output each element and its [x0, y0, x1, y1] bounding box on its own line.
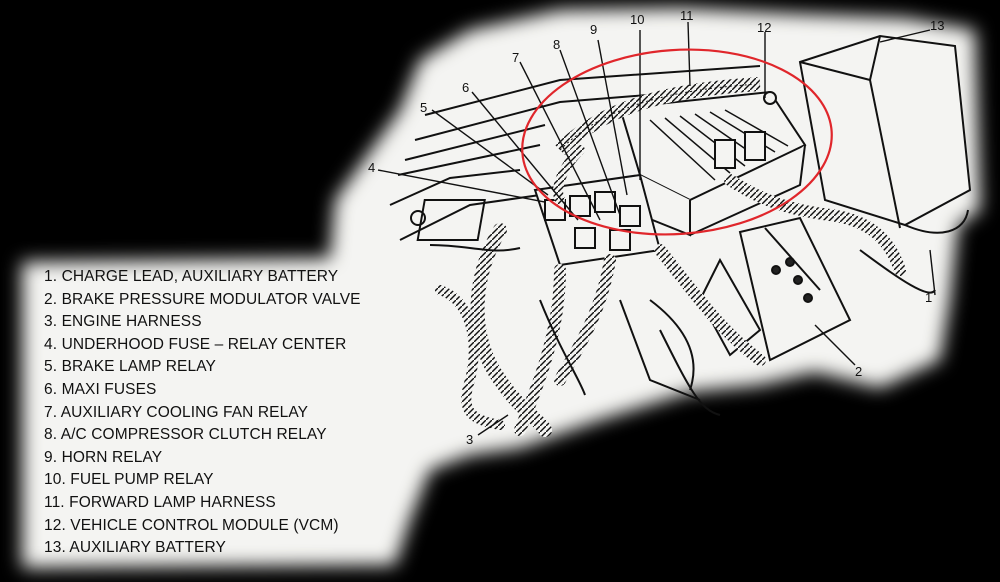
callout-8: 8 [553, 37, 561, 52]
legend-item: 9. HORN RELAY [44, 448, 163, 466]
callout-7: 7 [512, 50, 520, 65]
callout-6: 6 [462, 80, 470, 95]
callout-11: 11 [680, 8, 694, 23]
callout-3: 3 [466, 432, 474, 447]
legend-item: 13. AUXILIARY BATTERY [44, 539, 226, 557]
callout-13: 13 [930, 18, 945, 33]
legend-item: 6. MAXI FUSES [44, 380, 157, 398]
callout-4: 4 [368, 160, 376, 175]
callout-2: 2 [855, 364, 863, 379]
brake-modulator-drawing [698, 216, 852, 362]
callout-9: 9 [590, 22, 598, 37]
callout-1: 1 [925, 290, 933, 305]
legend-item: 11. FORWARD LAMP HARNESS [44, 493, 276, 511]
highlight-circle [521, 48, 833, 236]
auxiliary-battery-drawing [798, 34, 972, 234]
legend-item: 3. ENGINE HARNESS [44, 313, 202, 331]
callout-10: 10 [630, 12, 645, 27]
legend-item: 5. BRAKE LAMP RELAY [44, 358, 216, 376]
engine-harness-drawing [435, 145, 906, 437]
callout-5: 5 [420, 100, 428, 115]
legend-item: 2. BRAKE PRESSURE MODULATOR VALVE [44, 290, 361, 308]
legend-item: 12. VEHICLE CONTROL MODULE (VCM) [44, 516, 339, 534]
legend-item: 4. UNDERHOOD FUSE – RELAY CENTER [44, 335, 347, 353]
legend-item: 7. AUXILIARY COOLING FAN RELAY [44, 403, 309, 421]
callout-12: 12 [757, 20, 772, 35]
wires [429, 244, 936, 416]
legend-item: 8. A/C COMPRESSOR CLUTCH RELAY [44, 426, 327, 444]
legend-item: 1. CHARGE LEAD, AUXILIARY BATTERY [44, 268, 339, 285]
parts-legend: 1. CHARGE LEAD, AUXILIARY BATTERY 2. BRA… [44, 266, 404, 560]
legend-item: 10. FUEL PUMP RELAY [44, 471, 214, 489]
